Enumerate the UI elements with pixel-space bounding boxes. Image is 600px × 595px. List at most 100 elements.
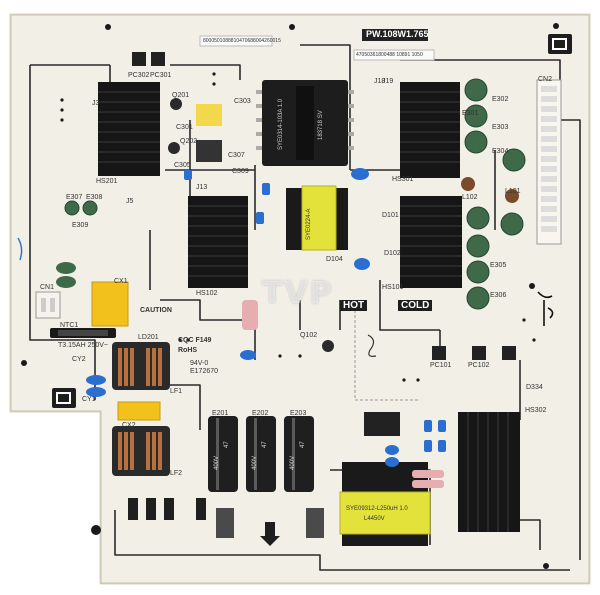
ref-label: J18: [374, 78, 386, 85]
ref-label: LD201: [138, 334, 159, 341]
serial-left: 8000501088810470688004260015: [203, 38, 281, 44]
ref-label: PC101: [430, 362, 452, 369]
ref-label: E202: [252, 410, 269, 417]
heatsink-top-right: [400, 82, 460, 178]
pcb-edge: [10, 14, 590, 584]
bulk-cap-1-value: 47: [224, 441, 230, 448]
bulk-capacitors: [208, 416, 314, 492]
aux-transformer-code: L4450V: [364, 516, 385, 522]
caution-text: CAUTION: [140, 307, 172, 314]
power-resistor-3: [412, 480, 444, 488]
ref-label: PC301: [150, 72, 172, 79]
ref-label: HS101: [382, 284, 404, 291]
resistor-block-2: [306, 508, 324, 538]
ref-label: LF1: [170, 388, 183, 395]
ref-label: C309: [232, 168, 249, 175]
ref-label: HS302: [525, 407, 547, 414]
fuse-rating: T3.15AH 250V~: [58, 342, 109, 349]
ac-connector: [35, 291, 61, 319]
cert-2: RoHS: [178, 347, 198, 354]
ref-label: L102: [462, 194, 478, 201]
blue-capacitors: [86, 168, 446, 467]
bulk-cap-1-voltage: 400V: [214, 455, 220, 470]
watermark: TVP: [262, 276, 334, 311]
ref-label: J5: [126, 198, 134, 205]
ref-label: L101: [505, 188, 521, 195]
standby-transformer: [286, 185, 348, 251]
bulk-cap-2-voltage: 400V: [252, 455, 258, 470]
ref-label: E301: [462, 110, 479, 117]
ref-label: CX2: [122, 422, 136, 429]
ref-label: E302: [492, 96, 509, 103]
common-mode-choke-2: [112, 426, 170, 476]
ref-label: Q202: [180, 138, 198, 145]
serial-right: 47050361800488 10891 1050: [356, 52, 423, 58]
ref-label: E305: [490, 262, 507, 269]
bulk-cap-3-voltage: 400V: [290, 455, 296, 470]
serial-sticker-left: [199, 35, 273, 47]
cert-3: 94V-0: [190, 360, 209, 367]
ref-label: J13: [196, 184, 208, 191]
ref-label: D104: [326, 256, 343, 263]
ref-label: HS301: [392, 176, 414, 183]
pen-mark-3: [367, 334, 377, 357]
cert-4: E172670: [190, 368, 219, 375]
heatsink-bottom-right: [458, 412, 520, 532]
rectifier-diodes: [128, 498, 206, 520]
ref-label: E201: [212, 410, 229, 417]
ref-label: E308: [86, 194, 103, 201]
ref-label: E304: [492, 148, 509, 155]
ref-label: Q201: [172, 92, 190, 99]
ref-label: C307: [228, 152, 245, 159]
model-badge: [362, 29, 428, 41]
resistor-block-1: [216, 508, 234, 538]
green-capacitors-right: [466, 206, 490, 310]
small-transistor-1: [322, 340, 334, 352]
main-transformer-code: 183718 SV: [318, 110, 324, 140]
ref-label: E203: [290, 410, 307, 417]
small-transistor-2: [170, 98, 182, 110]
ref-label: CX1: [114, 278, 128, 285]
ref-label: C303: [234, 98, 251, 105]
ref-label: HS102: [196, 290, 218, 297]
ref-label: CN2: [538, 76, 553, 83]
cert-1: CQC F149: [178, 337, 212, 344]
ref-label: C305: [174, 162, 191, 169]
ref-label: D101: [382, 212, 399, 219]
x-capacitor-2: [117, 401, 161, 421]
solder-pads: [60, 72, 536, 382]
ref-label: CN1: [40, 284, 55, 291]
ref-label: E303: [492, 124, 509, 131]
ic-chips: [132, 52, 516, 436]
ref-label: LF2: [170, 470, 183, 477]
ref-label: PC302: [128, 72, 150, 79]
standby-transformer-label: SYE0224-A: [306, 208, 312, 240]
bulk-cap-3-value: 47: [300, 441, 306, 448]
ref-label: E307: [66, 194, 83, 201]
ref-label: J3: [92, 100, 100, 107]
heatsink-middle-right: [400, 196, 462, 288]
ref-label: C301: [176, 124, 193, 131]
isolation-line: [354, 300, 420, 401]
inductor-l102: [461, 177, 475, 191]
ref-label: HS201: [96, 178, 118, 185]
ref-label: E309: [72, 222, 89, 229]
main-transformer-label: SYE0314-103A 1.0: [278, 98, 284, 150]
heatsink-middle-left: [188, 196, 248, 288]
arrow-down-icon: [260, 522, 280, 546]
ref-label: NTC1: [60, 322, 79, 329]
x-capacitor-1: [91, 281, 129, 327]
cold-label: COLD: [398, 300, 433, 311]
green-capacitors-left: [56, 200, 98, 288]
pen-mark-1: [17, 237, 23, 261]
ref-label: D334: [526, 384, 543, 391]
ref-label: CY2: [72, 356, 86, 363]
output-connector: [536, 79, 562, 245]
ref-label: D102: [384, 250, 401, 257]
ref-label: PC102: [468, 362, 490, 369]
inductor-l101: [505, 189, 519, 203]
ref-label: CY1: [82, 396, 96, 403]
fuse: [50, 328, 116, 338]
bulk-cap-2-value: 47: [262, 441, 268, 448]
